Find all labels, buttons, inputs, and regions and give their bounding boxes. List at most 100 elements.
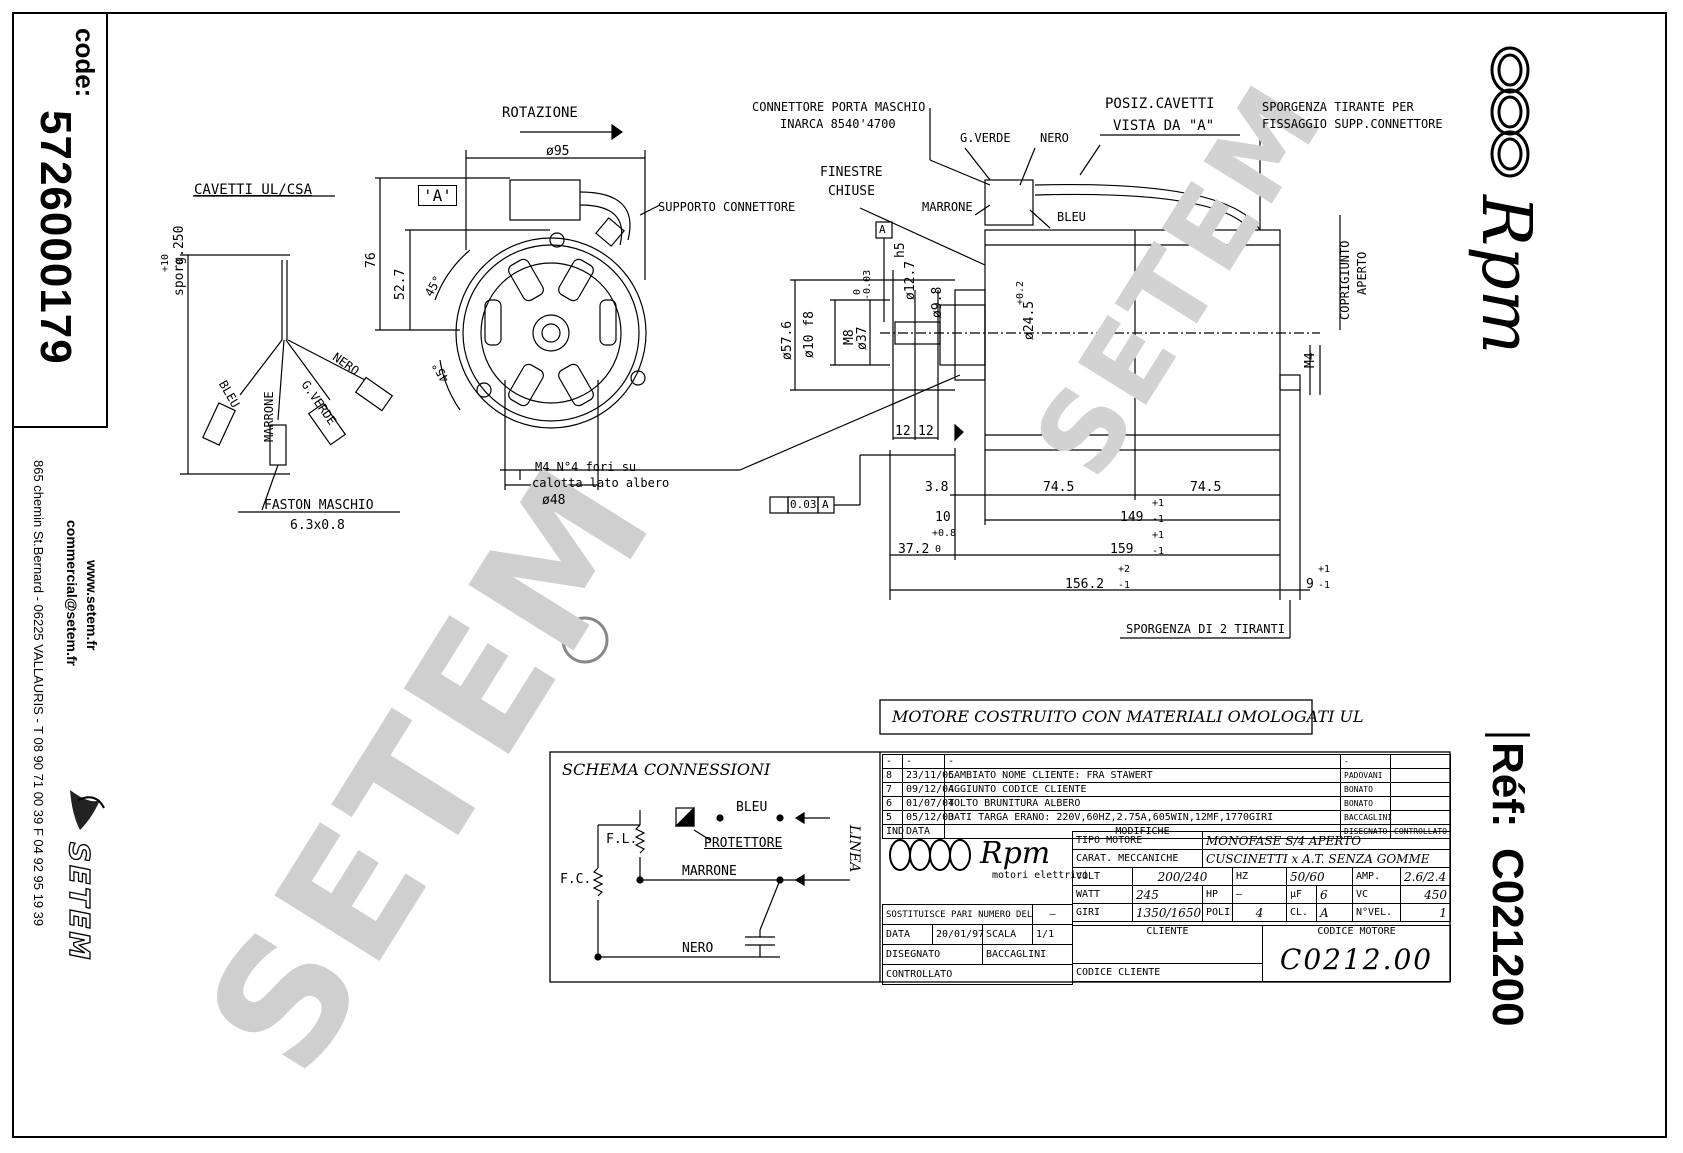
revision-ind: 6 [882,796,903,811]
revision-controllato [1390,782,1451,797]
revision-data: 05/12/03 [902,810,954,825]
vc-label: VC [1352,885,1402,904]
sporgenza-note-1: SPORGENZA TIRANTE PER [1262,100,1414,114]
company-email: commercial@setem.fr [64,520,80,666]
tolerance-datum: A [822,498,829,511]
revision-sign: BONATO [1340,796,1391,811]
sporgenza-note-2: FISSAGGIO SUPP.CONNETTORE [1262,117,1443,131]
brand-setem-left: SETEM [62,841,96,963]
schema-linea: LINEA [846,825,862,873]
label-gverde: G.VERDE [960,131,1011,145]
giri-label: GIRI [1072,903,1133,922]
revision-ind: 5 [882,810,903,825]
cl-label: CL. [1286,903,1318,922]
revision-sign: - [1340,754,1391,769]
code-label: code: [70,28,100,98]
volt-label: VOLT [1072,867,1133,886]
scala-label: SCALA [981,924,1034,945]
revision-controllato [1390,810,1451,825]
schema-nero: NERO [682,941,714,956]
client-table: CLIENTE CODICE MOTORE C0212.00 CODICE CL… [1072,925,1451,982]
dim-12-b: 12 [918,424,934,439]
dim-156-2: 156.2 [1065,577,1105,592]
coprigiunto-1: COPRIGIUNTO [1338,240,1352,320]
revision-controllato [1390,754,1451,769]
watt-label: WATT [1072,885,1133,904]
label-marrone: MARRONE [922,200,973,214]
watt-value: 245 [1131,885,1204,904]
schema-marrone: MARRONE [682,864,737,879]
connettore-label-1: CONNETTORE PORTA MASCHIO [752,100,926,114]
schema-fc: F.C. [560,872,592,887]
revision-ind: - [882,754,903,769]
sostituisce-label: SOSTITUISCE PARI NUMERO DEL [881,904,1034,925]
dim-159-tol-minus: -1 [1152,546,1165,557]
dim-12-a: 12 [895,424,911,439]
dim-9-tol-plus: +1 [1318,564,1331,575]
revision-data: 01/07/04 [902,796,954,811]
finestre-1: FINESTRE [820,165,883,180]
titleblock-logo-sub: motori elettrici [992,870,1089,881]
revision-data: - [902,754,945,769]
hz-value: 50/60 [1286,867,1354,886]
revision-text: TOLTO BRUNITURA ALBERO [944,796,1341,811]
code-value: 5726000179 [31,110,80,365]
dim-156-2-tol-plus: +2 [1118,564,1131,575]
poli-value: 4 [1232,903,1288,922]
sporgenza-tiranti: SPORGENZA DI 2 TIRANTI [1126,622,1285,636]
finestre-2: CHIUSE [828,184,875,199]
code-box [14,14,108,428]
dim-d10-f8: ø10 f8 [802,311,817,358]
dim-159: 159 [1110,542,1134,557]
drawing-frame [12,12,1667,1138]
revision-data: 09/12/04 [902,782,954,797]
nvel-label: N°VEL. [1352,903,1402,922]
coprigiunto-2: APERTO [1355,251,1369,295]
codice-cliente-label: CODICE CLIENTE [1072,963,1263,982]
dim-3-8: 3.8 [925,480,949,495]
revision-sign: BACCAGLINI [1340,810,1392,825]
dim-74-5-b: 74.5 [1190,480,1222,495]
specs-table: TIPO MOTORE MONOFASE S/4 APERTO CARAT. M… [1071,831,1452,922]
amp-label: AMP. [1352,867,1402,886]
datum-a: A [879,223,886,236]
dim-76: 76 [364,252,379,268]
ref-label: Réf: [1483,742,1532,828]
drawing-info-table: SOSTITUISCE PARI NUMERO DEL — DATA 20/01… [881,904,1074,985]
tipo-motore-value: MONOFASE S/4 APERTO [1202,831,1452,850]
tol-003: -0.03 [862,269,873,300]
data-label: DATA [882,924,933,945]
vc-value: 450 [1400,885,1452,904]
fit-h5: h5 [893,242,908,258]
uf-value: 6 [1316,885,1354,904]
hz-label: HZ [1232,867,1288,886]
company-address: 865 chemin St.Bernard - 06225 VALLAURIS … [31,460,46,927]
revision-row: ---- [882,754,1451,769]
supporto-label: SUPPORTO CONNETTORE [658,200,796,214]
ref-value: C021200 [1483,848,1532,1027]
cl-value: A [1316,903,1354,922]
dim-9-tol-minus: -1 [1318,580,1331,591]
giri-value: 1350/1650 [1131,903,1204,922]
cliente-label: CLIENTE [1072,925,1263,964]
posiz-cavetti-2: VISTA DA "A" [1113,118,1215,134]
holes-note-2: calotta lato albero [532,476,670,490]
holes-note-1: M4 N°4 fori su [535,460,637,474]
revision-controllato [1390,768,1451,783]
dim-dia-48: ø48 [542,493,566,508]
dim-156-2-tol-minus: -1 [1118,580,1131,591]
rev-hdr-ind: IND [882,824,904,839]
dim-159-tol-plus: +1 [1152,530,1165,541]
sostituisce-value: — [1032,904,1074,925]
dim-d24-5: ø24.5 [1022,300,1037,340]
dim-d57-6: ø57.6 [780,320,795,360]
amp-value: 2.6/2.4 [1400,867,1452,886]
faston-size: 6.3x0.8 [290,518,345,533]
revision-text: CAMBIATO NOME CLIENTE: FRA STAWERT [944,768,1341,783]
cable-tol-top: +10 [160,253,171,272]
revision-text: AGGIUNTO CODICE CLIENTE [944,782,1341,797]
